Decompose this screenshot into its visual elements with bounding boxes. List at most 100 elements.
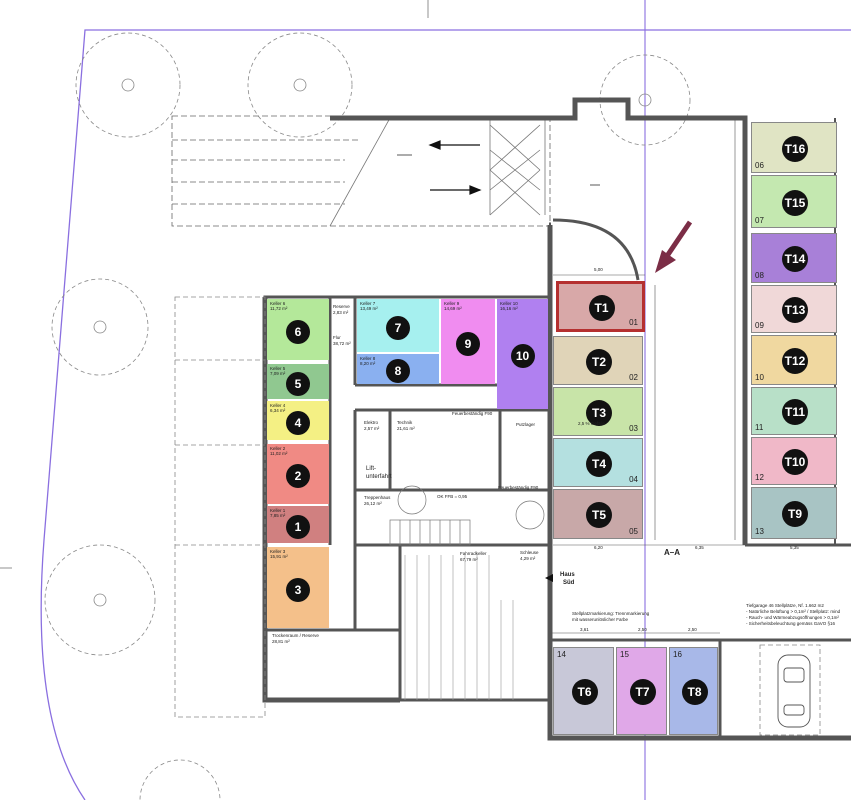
note-marking-2: mit wasserunlöslicher Farbe [572,617,629,622]
dim-6-35: 6,35 [695,545,704,550]
slot-number: 01 [629,318,638,327]
slot-label-badge: T6 [571,679,598,705]
flur-area: 38,72 m² [333,341,351,346]
plot-boundary [40,29,851,800]
garage-slot-t10[interactable]: T10 12 [751,437,837,485]
cellar-number-badge: 6 [286,319,310,344]
note-line-1: - Natürliche Belüftung > 0,1m² / Stellpl… [746,609,841,614]
note-line-2: - Rauch- und Wärmeabzugsöffnungen > 0,1m… [746,615,839,620]
dim-5-35: 5,35 [790,545,799,550]
lift-label-2: unterfahrt [366,474,392,480]
garage-slot-t12[interactable]: T12 10 [751,335,837,385]
cellar-number-badge: 1 [286,514,310,539]
car-symbol [777,654,811,728]
slot-number: 11 [755,423,764,432]
section-marker: A–A [664,548,681,557]
staircase [389,485,545,546]
cellar-number-badge: 9 [456,331,480,356]
cellar-area: 8,20 m² [360,361,376,366]
slot-label-badge: T8 [681,679,708,705]
treppenhaus-area: 26,12 m² [364,501,382,506]
slot-label-badge: T12 [782,348,808,374]
cellar-area: 7,85 m² [270,513,286,518]
cellar-area: 14,69 m² [444,306,462,311]
cellar-name: Keller 4 [270,403,286,408]
trocken-area: 28,81 m² [272,639,290,644]
cellar-area: 11,72 m² [270,306,288,311]
note-tiefgarage: Tiefgarage 46 Stellplätze, Nf. 1.662 m2 [746,603,824,608]
pointer-arrow [655,220,693,273]
cellar-name: Keller 9 [444,301,460,306]
reserve-label: Reserve [333,304,350,309]
cellar-number-badge: 7 [386,315,410,340]
slot-number: 05 [629,527,638,536]
haus-sued-label: Haus [560,572,575,578]
cellar-number-badge: 2 [286,464,310,488]
dashed-parking [174,296,266,718]
slot-label-badge: T3 [586,399,612,426]
reserve-area: 2,83 m² [333,310,349,315]
cellar-number-badge: 10 [510,344,535,368]
garage-slot-t1[interactable]: T1 01 [556,281,645,332]
slot-label-badge: T14 [782,246,808,272]
garage-slot-t13[interactable]: T13 09 [751,285,837,333]
slot-label-badge: T10 [782,449,808,475]
slot-number: 06 [755,161,764,170]
cellar-area: 7,09 m² [270,371,286,376]
technik-area: 21,61 m² [397,426,415,431]
trocken-label: Trockenraum / Reserve [272,633,319,638]
cellar-area: 15,91 m² [270,554,288,559]
lift-label: Lift- [366,466,377,472]
slot-number: 04 [629,475,638,484]
cellar-name: Keller 2 [270,446,286,451]
cellar-name: Keller 1 [270,508,286,513]
cellar-number-badge: 8 [386,359,410,383]
schleuse-area: 4,29 m² [520,556,536,561]
cellar-name: Keller 7 [360,301,376,306]
elektro-label: Elektro [364,420,379,425]
slot-number: 12 [755,473,764,482]
note-marking-1: Stellplatzmarkierung: Trennmarkierung [572,611,650,616]
cellar-name: Keller 3 [270,549,286,554]
fire-rating-2: Feuerbeständig F90 [498,485,539,490]
slope-label: 2,5 % Gefälle [578,421,606,426]
slot-number: 10 [755,373,764,382]
treppenhaus-label: Treppenhaus [364,495,391,500]
cellar-area: 16,16 m² [500,306,518,311]
slot-label-badge: T1 [588,294,615,321]
slot-number: 09 [755,321,764,330]
slot-label-badge: T13 [782,297,808,323]
dim-2-50-b: 2,50 [688,627,697,632]
dim-6-20: 6,20 [594,545,603,550]
cellar-area: 13,49 m² [360,306,378,311]
fahrrad-area: 67,79 m² [460,557,478,562]
dimension-lines [550,120,851,634]
cellar-number-badge: 5 [286,371,310,396]
slot-number: 15 [620,650,629,659]
cellar-name: Keller 10 [500,301,518,306]
bike-racks [404,555,514,700]
